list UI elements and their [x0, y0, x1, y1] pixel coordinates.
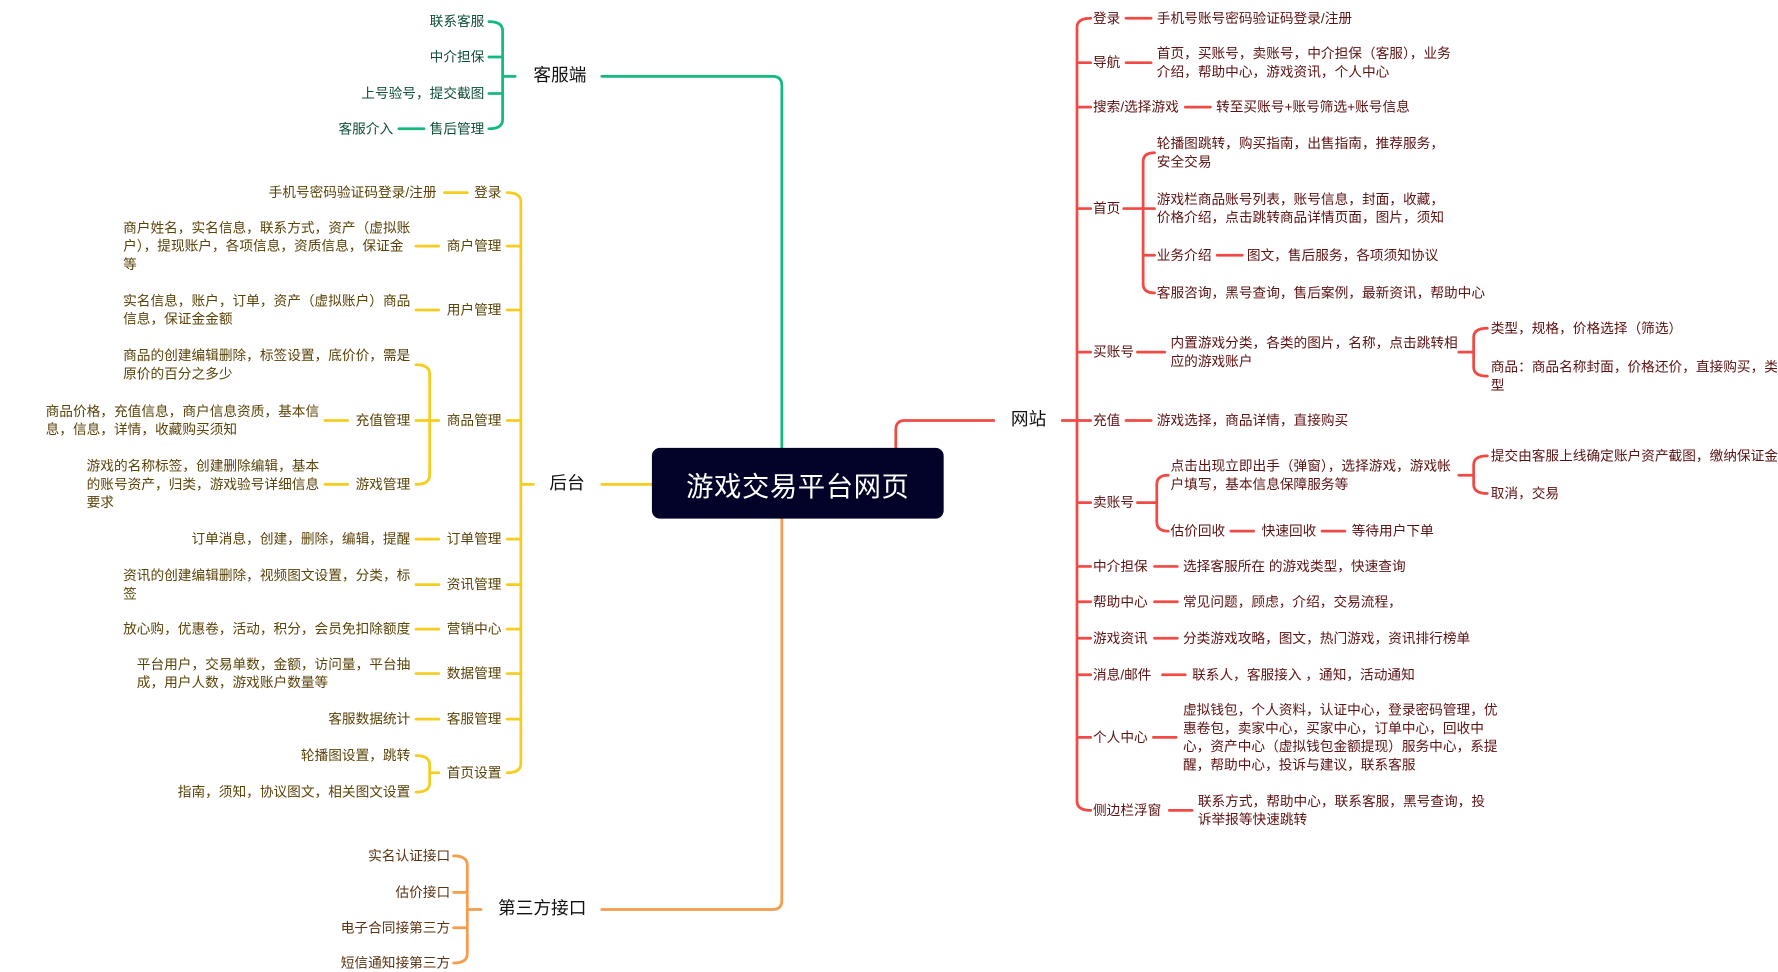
topic-detail: 指南，须知，协议图文，相关图文设置	[177, 784, 411, 801]
topic-detail: 实名信息，账户，订单，资产（虚拟账户）商品信息，保证金金额	[123, 292, 411, 328]
topic-detail: 首页，买账号，卖账号，中介担保（客服），业务介绍，帮助中心，游戏资讯，个人中心	[1156, 45, 1451, 80]
topic-detail: 游戏选择，商品详情，直接购买	[1156, 412, 1349, 429]
topic-wait-order: 等待用户下单	[1351, 523, 1434, 540]
topic-news-mgmt: 资讯管理	[446, 576, 502, 593]
topic-detail: 游戏栏商品账号列表，账号信息，封面，收藏，价格介绍，点击跳转商品详情页面，图片，…	[1156, 191, 1445, 226]
topic-sidebar-float: 侧边栏浮窗	[1092, 802, 1162, 819]
topic-account-check: 上号验号，提交截图	[361, 85, 485, 102]
topic-login: 登录	[1092, 10, 1121, 27]
branch-third-party: 第三方接口	[498, 899, 587, 919]
topic-game-news: 游戏资讯	[1092, 630, 1148, 647]
topic-detail: 商品价格，充值信息，商户信息资质，基本信息，信息，详情，收藏购买须知	[45, 403, 320, 438]
topic-detail: 提交由客服上线确定账户资产截图，缴纳保证金	[1490, 447, 1778, 464]
topic-personal-center: 个人中心	[1092, 729, 1148, 746]
topic-realname-api: 实名认证接口	[368, 847, 451, 864]
topic-merchant-mgmt: 商户管理	[446, 238, 502, 255]
topic-detail: 商品：商品名称封面，价格还价，直接购买，类型	[1490, 359, 1778, 394]
topic-detail: 平台用户，交易单数，金额，访问量，平台抽成，用户人数，游戏账户数量等	[136, 656, 411, 691]
topic-homepage-settings: 首页设置	[446, 764, 502, 781]
topic-escrow: 中介担保	[429, 49, 485, 65]
backend-connectors	[323, 191, 654, 794]
topic-detail: 轮播图跳转，购买指南，出售指南，推荐服务，安全交易	[1156, 135, 1445, 170]
topic-detail: 联系人，客服接入 ，通知，活动通知	[1192, 666, 1415, 683]
topic-marketing: 营销中心	[446, 621, 502, 638]
topic-detail: 客服数据统计	[328, 711, 411, 728]
topic-after-sales: 售后管理	[429, 120, 485, 137]
topic-detail: 类型，规格，价格选择（筛选）	[1490, 320, 1683, 337]
topic-detail: 商品的创建编辑删除，标签设置，底价价，需是原价的百分之多少	[123, 347, 411, 382]
topic-detail: 选择客服所在 的游戏类型，快速查询	[1183, 558, 1406, 575]
topic-valuation-api: 估价接口	[395, 884, 451, 901]
topic-game-mgmt: 游戏管理	[355, 476, 411, 493]
topic-valuation-recycle: 估价回收	[1170, 523, 1226, 540]
topic-escrow: 中介担保	[1092, 558, 1148, 575]
topic-detail: 常见问题，顾虑，介绍，交易流程，	[1183, 593, 1402, 610]
topic-detail: 客服咨询，黑号查询，售后案例，最新资讯，帮助中心	[1156, 284, 1486, 301]
topic-help-center: 帮助中心	[1092, 593, 1148, 610]
central-topic: 游戏交易平台网页	[651, 447, 944, 519]
topic-buy-account: 买账号	[1092, 344, 1135, 361]
topic-fast-recycle: 快速回收	[1261, 523, 1317, 540]
topic-detail: 内置游戏分类，各类的图片，名称，点击跳转相应的游戏账户	[1170, 335, 1458, 370]
topic-detail: 转至买账号+账号筛选+账号信息	[1216, 99, 1410, 116]
topic-messages: 消息/邮件	[1092, 666, 1152, 683]
branch-customer-service: 客服端	[533, 66, 587, 86]
topic-navigation: 导航	[1092, 54, 1121, 71]
website-connectors	[894, 16, 1489, 812]
topic-detail: 手机号密码验证码登录/注册	[268, 184, 437, 201]
branch-backend: 后台	[549, 474, 585, 494]
topic-homepage: 首页	[1092, 200, 1121, 217]
topic-recharge-mgmt: 充值管理	[355, 412, 411, 429]
topic-detail: 分类游戏攻略，图文，热门游戏，资讯排行榜单	[1183, 630, 1471, 647]
customer-service-connectors	[397, 20, 784, 450]
topic-data-mgmt: 数据管理	[446, 665, 502, 682]
topic-detail: 轮播图设置，跳转	[300, 747, 411, 764]
topic-detail: 游戏的名称标签，创建删除编辑，基本的账号资产，归类，游戏验号详细信息要求	[86, 458, 320, 511]
topic-sms-api: 短信通知接第三方	[340, 955, 451, 972]
topic-detail: 虚拟钱包，个人资料，认证中心，登录密码管理，优惠卷包，卖家中心，买家中心，订单中…	[1183, 702, 1498, 773]
topic-detail: 资讯的创建编辑删除，视频图文设置，分类，标签	[123, 567, 411, 602]
topic-business-intro: 业务介绍	[1156, 247, 1212, 264]
topic-detail: 取消，交易	[1490, 485, 1560, 502]
topic-detail: 图文，售后服务，各项须知协议	[1246, 247, 1439, 264]
topic-detail: 订单消息，创建，删除，编辑，提醒	[191, 531, 411, 548]
topic-detail: 手机号账号密码验证码登录/注册	[1156, 10, 1353, 27]
topic-contract-api: 电子合同接第三方	[340, 919, 451, 936]
topic-contact-service: 联系客服	[429, 13, 485, 30]
topic-detail: 点击出现立即出手（弹窗），选择游戏，游戏帐户填写，基本信息保障服务等	[1170, 458, 1451, 493]
topic-user-mgmt: 用户管理	[446, 302, 502, 318]
topic-product-mgmt: 商品管理	[446, 412, 502, 429]
topic-detail: 商户姓名，实名信息，联系方式，资产（虚拟账户），提现账户，各项信息，资质信息，保…	[123, 219, 411, 273]
topic-recharge: 充值	[1092, 412, 1121, 429]
topic-login: 登录	[474, 184, 502, 201]
topic-search-game: 搜索/选择游戏	[1092, 99, 1179, 116]
topic-detail: 放心购，优惠卷，活动，积分，会员免扣除额度	[123, 621, 411, 638]
third-party-connectors	[452, 517, 784, 965]
topic-detail: 联系方式，帮助中心，联系客服，黑号查询，投诉举报等快速跳转	[1197, 793, 1486, 828]
topic-order-mgmt: 订单管理	[446, 531, 502, 548]
topic-service-mgmt: 客服管理	[446, 711, 502, 728]
branch-website: 网站	[1010, 410, 1047, 430]
topic-detail: 客服介入	[338, 120, 394, 137]
topic-sell-account: 卖账号	[1092, 494, 1135, 511]
